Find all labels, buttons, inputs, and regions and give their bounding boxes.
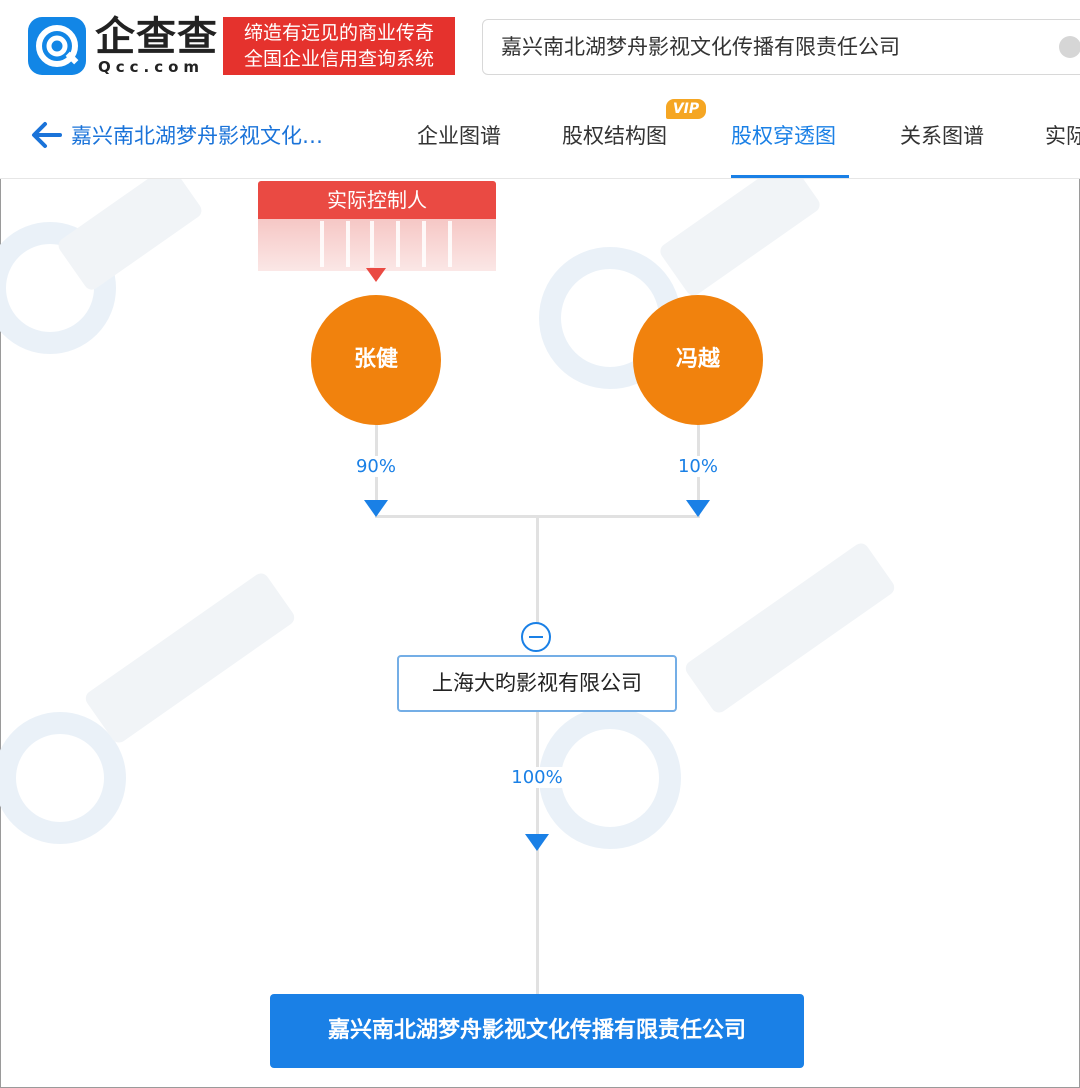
share-percent-1: 90% [336, 456, 416, 477]
edge-line [536, 712, 539, 994]
active-tab-indicator [731, 175, 849, 178]
collapse-minus-icon[interactable] [521, 622, 551, 652]
top-header: 企查查 Qcc.com 缔造有远见的商业传奇 全国企业信用查询系统 嘉兴南北湖梦… [0, 0, 1080, 97]
qcc-logo-icon[interactable] [28, 17, 86, 75]
tab-bar: 嘉兴南北湖梦舟影视文化… 企业图谱 股权结构图 VIP 股权穿透图 关系图谱 实… [0, 96, 1080, 179]
shareholder-node-1[interactable]: 张健 [311, 295, 441, 425]
logo-domain: Qcc.com [98, 58, 205, 76]
company-title-link[interactable]: 嘉兴南北湖梦舟影视文化… [71, 124, 323, 148]
search-input[interactable]: 嘉兴南北湖梦舟影视文化传播有限责任公司 [501, 35, 900, 59]
intermediate-company-node[interactable]: 上海大昀影视有限公司 [397, 655, 677, 712]
search-box[interactable]: 嘉兴南北湖梦舟影视文化传播有限责任公司 [482, 19, 1080, 75]
arrow-down-icon [686, 500, 710, 517]
tab-equity-penetration[interactable]: 股权穿透图 [731, 124, 836, 148]
back-arrow-icon[interactable] [30, 118, 64, 152]
tab-actual-controller[interactable]: 实际控制人 [1045, 124, 1080, 148]
share-percent-3: 100% [497, 767, 577, 788]
arrow-down-icon [525, 834, 549, 851]
badge-pointer [366, 268, 386, 282]
slogan-line-2: 全国企业信用查询系统 [243, 48, 434, 70]
actual-controller-label: 实际控制人 [258, 181, 496, 219]
share-percent-2: 10% [658, 456, 738, 477]
clear-icon[interactable] [1059, 36, 1080, 58]
shareholder-node-2[interactable]: 冯越 [633, 295, 763, 425]
slogan-banner: 缔造有远见的商业传奇 全国企业信用查询系统 [223, 17, 455, 75]
arrow-down-icon [364, 500, 388, 517]
actual-controller-badge: 实际控制人 [258, 181, 496, 271]
target-company-node[interactable]: 嘉兴南北湖梦舟影视文化传播有限责任公司 [270, 994, 804, 1068]
logo-wordmark: 企查查 [95, 14, 218, 60]
badge-blurred-area [258, 219, 496, 271]
tab-relationship-graph[interactable]: 关系图谱 [900, 124, 984, 148]
vip-badge: VIP [666, 99, 706, 119]
edge-line [536, 515, 539, 625]
slogan-line-1: 缔造有远见的商业传奇 [243, 22, 434, 44]
tab-equity-structure[interactable]: 股权结构图 [562, 124, 667, 148]
tab-enterprise-graph[interactable]: 企业图谱 [417, 124, 501, 148]
